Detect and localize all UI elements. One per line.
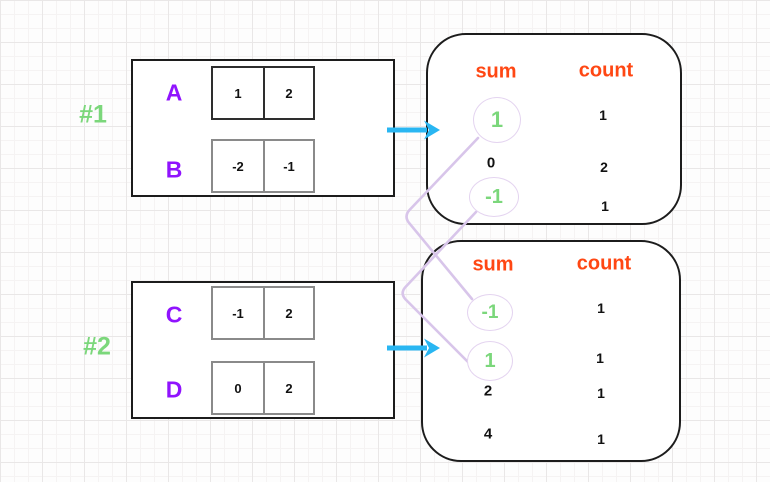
array-b-cells: -2 -1 (211, 139, 315, 193)
group2-label: #2 (83, 332, 111, 361)
group2-sum-row2: 2 (483, 382, 493, 400)
array-a-cell-1: 2 (263, 68, 313, 118)
group1-sum-row1: 0 (486, 154, 496, 172)
array-b-name: B (165, 156, 183, 183)
group2-count-row3: 1 (597, 431, 605, 447)
group1-sum-row2-highlight-circle: -1 (469, 177, 519, 217)
group2-sum-row0-highlight-circle: -1 (467, 294, 513, 331)
group1-sum-row0-highlight-circle: 1 (473, 97, 521, 143)
array-a-name: A (165, 79, 183, 106)
group1-label: #1 (79, 100, 107, 129)
group2-sum-row1: 1 (484, 349, 496, 372)
array-c-cells: -1 2 (211, 286, 315, 340)
group1-count-row1: 2 (600, 159, 608, 175)
group1-sum-header: sum (475, 60, 517, 83)
array-d-name: D (165, 376, 183, 403)
group1-count-row0: 1 (599, 107, 607, 123)
group1-result-box (426, 33, 682, 225)
array-a-cells: 1 2 (211, 66, 315, 120)
group2-sum-header: sum (472, 253, 514, 276)
array-d-cell-1: 2 (263, 363, 313, 413)
group1-sum-row0: 1 (490, 107, 504, 132)
group1-count-header: count (578, 59, 634, 82)
array-c-cell-1: 2 (263, 288, 313, 338)
array-c-cell-0: -1 (232, 305, 244, 321)
group2-result-box (421, 240, 681, 462)
group2-sum-row1-highlight-circle: 1 (467, 341, 513, 381)
array-d-cells: 0 2 (211, 361, 315, 415)
group1-count-row2: 1 (601, 198, 609, 214)
array-d-cell-0: 0 (234, 380, 242, 396)
group2-count-row0: 1 (597, 300, 605, 316)
array-c-name: C (165, 301, 183, 328)
group2-count-row2: 1 (597, 385, 605, 401)
array-b-cell-1: -1 (263, 141, 313, 191)
group2-sum-row3: 4 (483, 425, 493, 443)
group2-count-header: count (576, 252, 632, 275)
group1-sum-row2: -1 (485, 185, 503, 208)
group2-count-row1: 1 (596, 350, 604, 366)
array-a-cell-0: 1 (234, 85, 242, 101)
array-b-cell-0: -2 (232, 158, 244, 174)
group2-sum-row0: -1 (481, 301, 499, 323)
